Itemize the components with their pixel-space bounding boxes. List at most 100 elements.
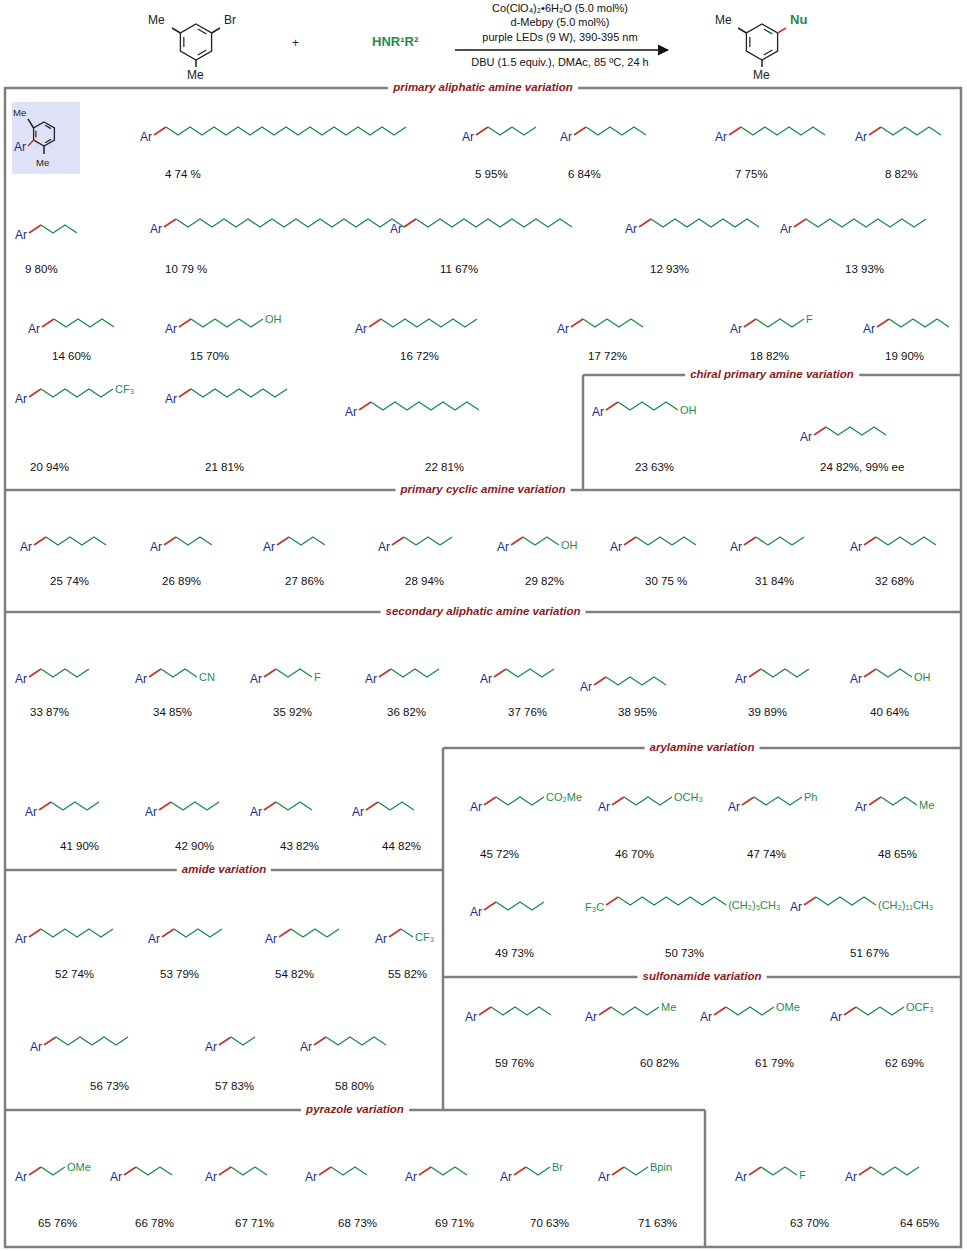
compound-label: 37 76% (508, 705, 547, 719)
substituent-label: OCF₃ (906, 1000, 934, 1014)
compound-label: 21 81% (205, 460, 244, 474)
ring-bond (746, 24, 777, 60)
new-bond (859, 1167, 871, 1175)
aryl-group-label: Ar (150, 540, 162, 554)
amine-skeleton (816, 897, 876, 905)
compound-label: 58 80% (335, 1079, 374, 1093)
amine-skeleton (136, 1167, 172, 1175)
structure-stubs (29, 127, 949, 1175)
amine-skeleton (881, 127, 941, 135)
new-bond (29, 225, 41, 233)
compound-label: 50 73% (665, 946, 704, 960)
new-bond (599, 1007, 611, 1015)
ring-bond (34, 122, 55, 146)
compound-label: 29 82% (525, 574, 564, 588)
aryl-group-label: Ar (855, 130, 867, 144)
atom-label: Me (753, 68, 770, 82)
aryl-group-label: Ar (735, 1170, 747, 1184)
scope-panel: amide variation (5, 870, 443, 1110)
aryl-group-label: Ar (480, 672, 492, 686)
amine-skeleton (54, 319, 114, 327)
new-bond (714, 1007, 726, 1015)
amine-skeleton (618, 402, 678, 410)
compound-label: 8 82% (885, 167, 918, 181)
aryl-inset (12, 102, 80, 174)
amine-skeleton (624, 797, 672, 805)
compound-label: 6 84% (568, 167, 601, 181)
new-bond (179, 319, 191, 327)
substituent-label: CO₂Me (546, 790, 582, 804)
substituent-bond (195, 60, 197, 67)
new-bond (359, 402, 371, 410)
aryl-group-label: Ar (730, 540, 742, 554)
amine-skeleton (191, 319, 263, 327)
aryl-group-label: Ar (15, 932, 27, 946)
new-bond (729, 127, 741, 135)
amine-skeleton (526, 1167, 550, 1175)
new-bond (379, 669, 391, 677)
compound-label: 15 70% (190, 349, 229, 363)
aryl-group-label: Ar (855, 800, 867, 814)
panel-outlines (5, 88, 961, 1247)
compound-label: 12 93% (650, 262, 689, 276)
aryl-group-label: Ar (20, 540, 32, 554)
substituent-label: Ph (804, 790, 817, 804)
aryl-group-label: Ar (140, 130, 152, 144)
compound-label: 71 63% (638, 1216, 677, 1230)
panel-heading: chiral primary amine variation (685, 367, 859, 381)
new-bond (606, 402, 618, 410)
new-bond (574, 127, 586, 135)
aryl-group-label: Ar (250, 672, 262, 686)
new-bond (749, 669, 761, 677)
amine-skeleton (636, 537, 696, 545)
new-bond (369, 319, 381, 327)
scope-panel: secondary aliphatic amine variation (5, 612, 961, 870)
new-bond (164, 219, 176, 227)
aryl-group-label: Ar (728, 800, 740, 814)
new-bond (479, 1007, 491, 1015)
new-bond (219, 1037, 231, 1045)
aryl-group-label: Ar (25, 805, 37, 819)
aryl-group-label: Ar (28, 322, 40, 336)
plus-sign: + (292, 36, 299, 50)
compound-label: 13 93% (845, 262, 884, 276)
compound-label: 56 73% (90, 1079, 129, 1093)
new-bond (162, 929, 174, 937)
substituent-label: OH (265, 312, 282, 326)
new-bond (404, 219, 416, 227)
amine-skeleton (651, 219, 759, 227)
compound-label: 28 94% (405, 574, 444, 588)
compound-label: 49 73% (495, 946, 534, 960)
compound-label: 23 63% (635, 460, 674, 474)
compound-label: 20 94% (30, 460, 69, 474)
compound-label: 39 89% (748, 705, 787, 719)
amine-skeleton (401, 929, 413, 937)
reaction-arrow (455, 49, 668, 50)
aryl-group-label: Ar (850, 540, 862, 554)
aryl-group-label: Ar (378, 540, 390, 554)
amine-skeleton (611, 1007, 659, 1015)
substituent-label: F (806, 312, 813, 326)
amine-skeleton (889, 319, 949, 327)
amine-skeleton (496, 902, 544, 910)
compound-label: 19 90% (885, 349, 924, 363)
compound-label: 25 74% (50, 574, 89, 588)
compound-label: 59 76% (495, 1056, 534, 1070)
scope-panel: primary aliphatic amine variationchiral … (5, 88, 961, 490)
aryl-group-label: Ar (30, 1040, 42, 1054)
scope-panel: primary cyclic amine variation (5, 490, 961, 612)
compound-label: 60 82% (640, 1056, 679, 1070)
aryl-group-label: Ar (145, 805, 157, 819)
reaction-condition: DBU (1.5 equiv.), DMAc, 85 ºC, 24 h (471, 56, 648, 69)
compound-label: 11 67% (440, 262, 478, 276)
aryl-group-label: Ar (390, 222, 402, 236)
new-bond (639, 219, 651, 227)
nucleophile-label: Nu (790, 13, 807, 27)
amine-skeleton (41, 1167, 65, 1175)
new-bond (514, 1167, 526, 1175)
new-bond (179, 389, 191, 397)
aryl-group-label: Ar (345, 405, 357, 419)
new-bond (319, 1167, 331, 1175)
aryl-group-label: Ar (465, 1010, 477, 1024)
